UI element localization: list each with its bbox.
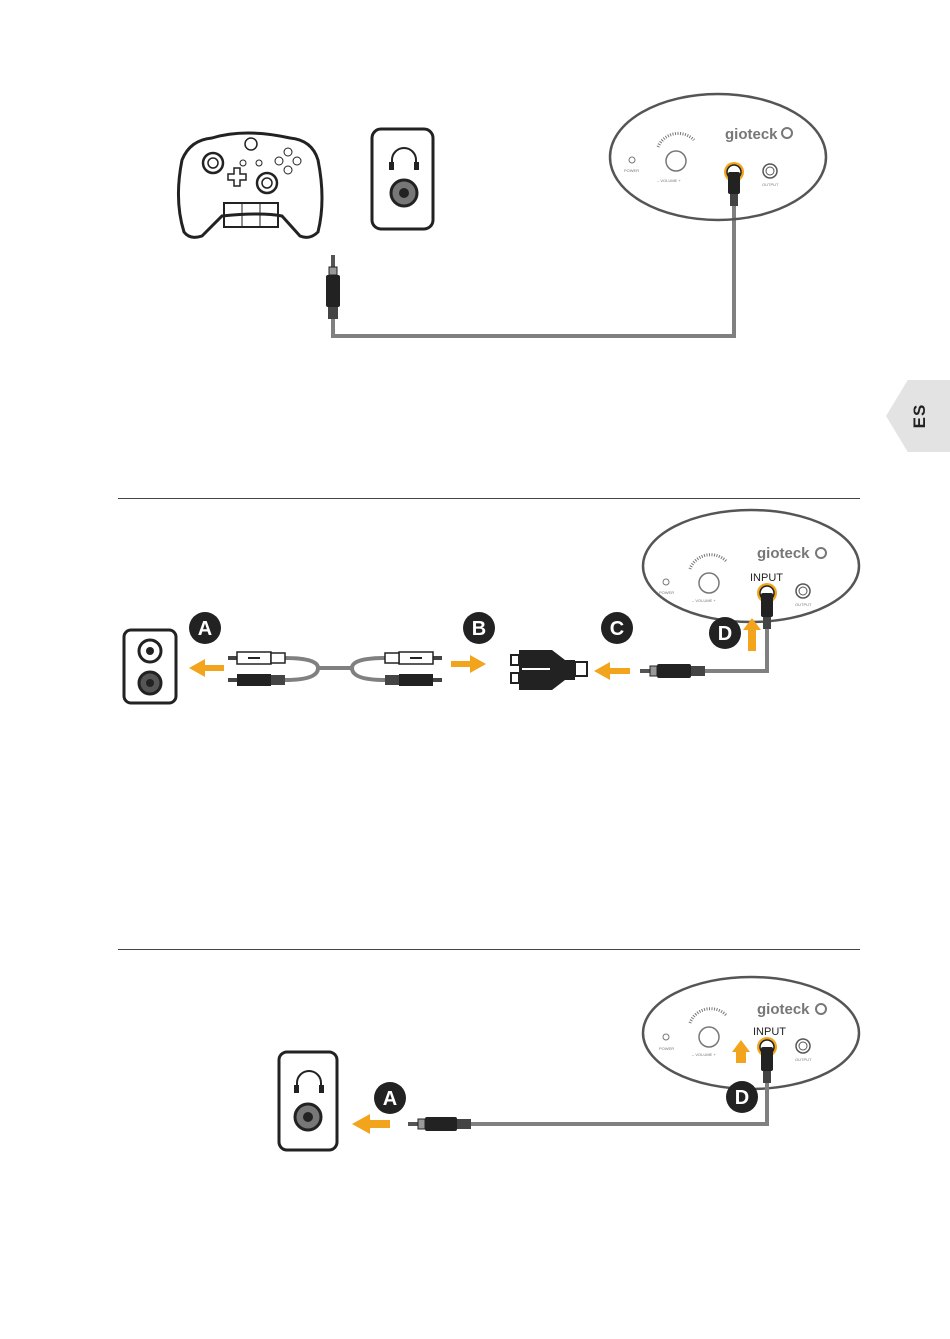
arrow-up-icon xyxy=(732,1040,750,1063)
arrow-left-icon xyxy=(352,1114,390,1134)
input-label: INPUT xyxy=(750,572,783,584)
diagram-rca: gioteck POWER – VOLUME + INPUT OUTPUT xyxy=(0,500,880,720)
step-label: A xyxy=(198,618,212,640)
diagram-controller: gioteck POWER – VOLUME + OUTPUT xyxy=(0,0,950,400)
volume-label: – VOLUME + xyxy=(657,178,681,183)
section-divider-1 xyxy=(118,498,860,499)
plug-35mm-icon xyxy=(728,172,740,206)
arrow-left-icon xyxy=(189,659,224,677)
cable xyxy=(333,205,734,336)
step-label: C xyxy=(610,618,624,640)
step-badge-a: A xyxy=(374,1082,406,1114)
plug-35mm-icon xyxy=(408,1117,471,1131)
section-divider-2 xyxy=(118,949,860,950)
controller-icon xyxy=(178,133,322,237)
cable xyxy=(470,1083,767,1124)
device-gioteck: gioteck POWER – VOLUME + INPUT OUTPUT xyxy=(643,510,859,622)
headphone-jack-icon xyxy=(279,1052,337,1150)
output-label: OUTPUT xyxy=(795,602,812,607)
rca-cable-icon xyxy=(228,652,442,686)
step-badge-b: B xyxy=(463,612,495,644)
step-badge-c: C xyxy=(601,612,633,644)
headphone-jack-icon xyxy=(372,129,433,229)
device-gioteck: gioteck POWER – VOLUME + INPUT OUTPUT xyxy=(643,977,859,1089)
brand-logo: gioteck xyxy=(725,126,778,143)
step-label: A xyxy=(383,1088,397,1110)
volume-label: – VOLUME + xyxy=(692,1052,716,1057)
device-gioteck: gioteck POWER – VOLUME + OUTPUT xyxy=(610,94,826,220)
step-badge-d: D xyxy=(726,1081,758,1113)
diagram-headphone: gioteck POWER – VOLUME + INPUT OUTPUT xyxy=(0,955,880,1175)
arrow-right-icon xyxy=(451,655,486,673)
rca-to-35mm-adapter-icon xyxy=(511,650,587,690)
language-tab-label: ES xyxy=(904,396,936,436)
input-label: INPUT xyxy=(753,1026,786,1038)
power-label: POWER xyxy=(659,1046,674,1051)
brand-logo: gioteck xyxy=(757,545,810,562)
plug-35mm-icon xyxy=(640,664,705,678)
step-badge-d: D xyxy=(709,617,741,649)
power-label: POWER xyxy=(624,168,639,173)
step-label: B xyxy=(472,618,486,640)
output-label: OUTPUT xyxy=(795,1057,812,1062)
power-label: POWER xyxy=(659,590,674,595)
step-label: D xyxy=(735,1087,749,1109)
plug-35mm-icon xyxy=(326,255,340,319)
volume-label: – VOLUME + xyxy=(692,598,716,603)
arrow-left-icon xyxy=(594,662,630,680)
output-label: OUTPUT xyxy=(762,182,779,187)
rca-jacks-icon xyxy=(124,630,176,703)
brand-logo: gioteck xyxy=(757,1001,810,1018)
step-label: D xyxy=(718,623,732,645)
step-badge-a: A xyxy=(189,612,221,644)
